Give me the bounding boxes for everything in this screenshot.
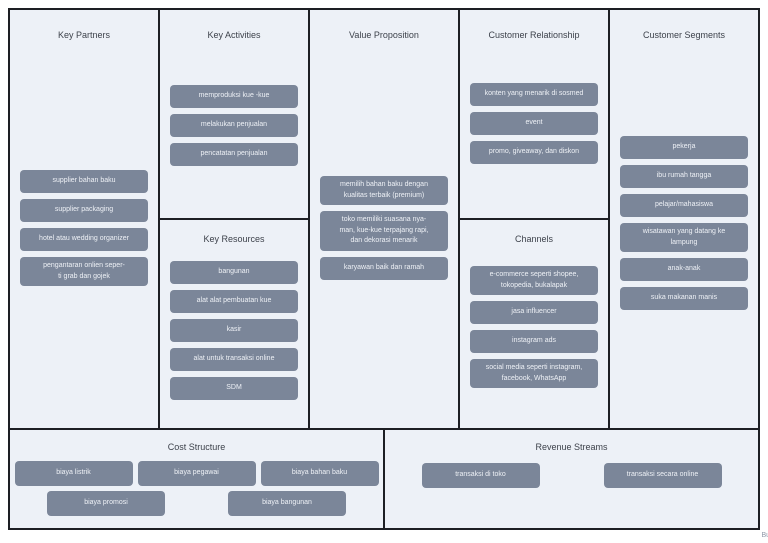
canvas-item[interactable]: instagram ads (470, 330, 598, 353)
canvas-item[interactable]: toko memiliki suasana nya- man, kue-kue … (320, 211, 448, 251)
column-value-proposition: Value Proposition memilih bahan baku den… (310, 10, 460, 428)
key-resources-items: bangunan alat alat pembuatan kue kasir alat… (170, 261, 298, 400)
canvas-item[interactable]: wisatawan yang datang ke lampung (620, 223, 748, 252)
canvas-item[interactable]: SDM (170, 377, 298, 400)
section-title: Customer Segments (642, 30, 726, 40)
canvas-item[interactable]: social media seperti instagram, facebook… (470, 359, 598, 388)
section-customer-relationship: Customer Relationship konten yang menari… (460, 10, 608, 220)
canvas-item[interactable]: karyawan baik dan ramah (320, 256, 448, 280)
canvas-item[interactable]: supplier packaging (20, 199, 148, 222)
canvas-item[interactable]: pengantaran onlien seper- ti grab dan go… (20, 257, 148, 286)
section-title: Customer Relationship (488, 30, 580, 40)
canvas-item[interactable]: biaya promosi (47, 491, 165, 516)
section-channels: Channels e-commerce seperti shopee, toko… (460, 220, 608, 428)
section-title: Key Activities (207, 30, 261, 40)
canvas-item[interactable]: melakukan penjualan (170, 114, 298, 137)
canvas-item[interactable]: transaksi secara online (603, 463, 722, 488)
canvas-item[interactable]: pencatatan penjualan (170, 143, 298, 166)
column-activities-resources: Key Activities memproduksi kue -kue melak… (160, 10, 310, 428)
canvas-item[interactable]: biaya bahan baku (260, 461, 379, 486)
canvas-item[interactable]: alat alat pembuatan kue (170, 290, 298, 313)
section-customer-segments: Customer Segments pekerja ibu rumah tangg… (610, 10, 758, 428)
canvas-item[interactable]: biaya bangunan (228, 491, 346, 516)
canvas-item[interactable]: memproduksi kue -kue (170, 85, 298, 108)
canvas-item[interactable]: alat untuk transaksi online (170, 348, 298, 371)
column-customer-segments: Customer Segments pekerja ibu rumah tangg… (610, 10, 758, 428)
canvas-item[interactable]: pekerja (620, 136, 748, 159)
section-value-proposition: Value Proposition memilih bahan baku den… (310, 10, 458, 428)
value-proposition-items: memilih bahan baku dengan kualitas terba… (320, 176, 448, 280)
customer-relationship-items: konten yang menarik di sosmed event promo,… (470, 83, 598, 164)
canvas-item[interactable]: event (470, 112, 598, 135)
canvas-item[interactable]: hotel atau wedding organizer (20, 228, 148, 251)
canvas-item[interactable]: pelajar/mahasiswa (620, 194, 748, 217)
channels-items: e-commerce seperti shopee, tokopedia, bu… (470, 266, 598, 388)
canvas-item[interactable]: ibu rumah tangga (620, 165, 748, 188)
canvas-item[interactable]: biaya pegawai (137, 461, 256, 486)
section-key-activities: Key Activities memproduksi kue -kue melak… (160, 10, 308, 220)
key-activities-items: memproduksi kue -kue melakukan penjualan p… (170, 85, 298, 166)
canvas-item[interactable]: biaya listrik (14, 461, 133, 486)
canvas-item[interactable]: memilih bahan baku dengan kualitas terba… (320, 176, 448, 205)
customer-segments-items: pekerja ibu rumah tangga pelajar/mahasiswa… (620, 136, 748, 310)
cost-structure-items-row2: biaya promosi biaya bangunan (47, 491, 346, 516)
canvas-item[interactable]: konten yang menarik di sosmed (470, 83, 598, 106)
canvas-item[interactable]: suka makanan manis (620, 287, 748, 310)
column-relationship-channels: Customer Relationship konten yang menari… (460, 10, 610, 428)
section-title: Channels (514, 234, 554, 244)
key-partners-items: supplier bahan baku supplier packaging hot… (20, 170, 148, 286)
canvas-item[interactable]: jasa influencer (470, 301, 598, 324)
revenue-streams-items: transaksi di toko transaksi secara online (421, 463, 722, 488)
section-title: Key Partners (57, 30, 111, 40)
section-title: Revenue Streams (535, 442, 608, 452)
canvas-item[interactable]: kasir (170, 319, 298, 342)
section-title: Key Resources (203, 234, 265, 244)
watermark-text: Bu (761, 532, 768, 539)
canvas-item[interactable]: promo, giveaway, dan diskon (470, 141, 598, 164)
canvas-item[interactable]: anak-anak (620, 258, 748, 281)
canvas-item[interactable]: bangunan (170, 261, 298, 284)
canvas-item[interactable]: e-commerce seperti shopee, tokopedia, bu… (470, 266, 598, 295)
section-title: Cost Structure (167, 442, 226, 452)
canvas-item[interactable]: transaksi di toko (421, 463, 540, 488)
section-key-resources: Key Resources bangunan alat alat pembuata… (160, 220, 308, 428)
canvas-item[interactable]: supplier bahan baku (20, 170, 148, 193)
section-title: Value Proposition (349, 30, 419, 40)
